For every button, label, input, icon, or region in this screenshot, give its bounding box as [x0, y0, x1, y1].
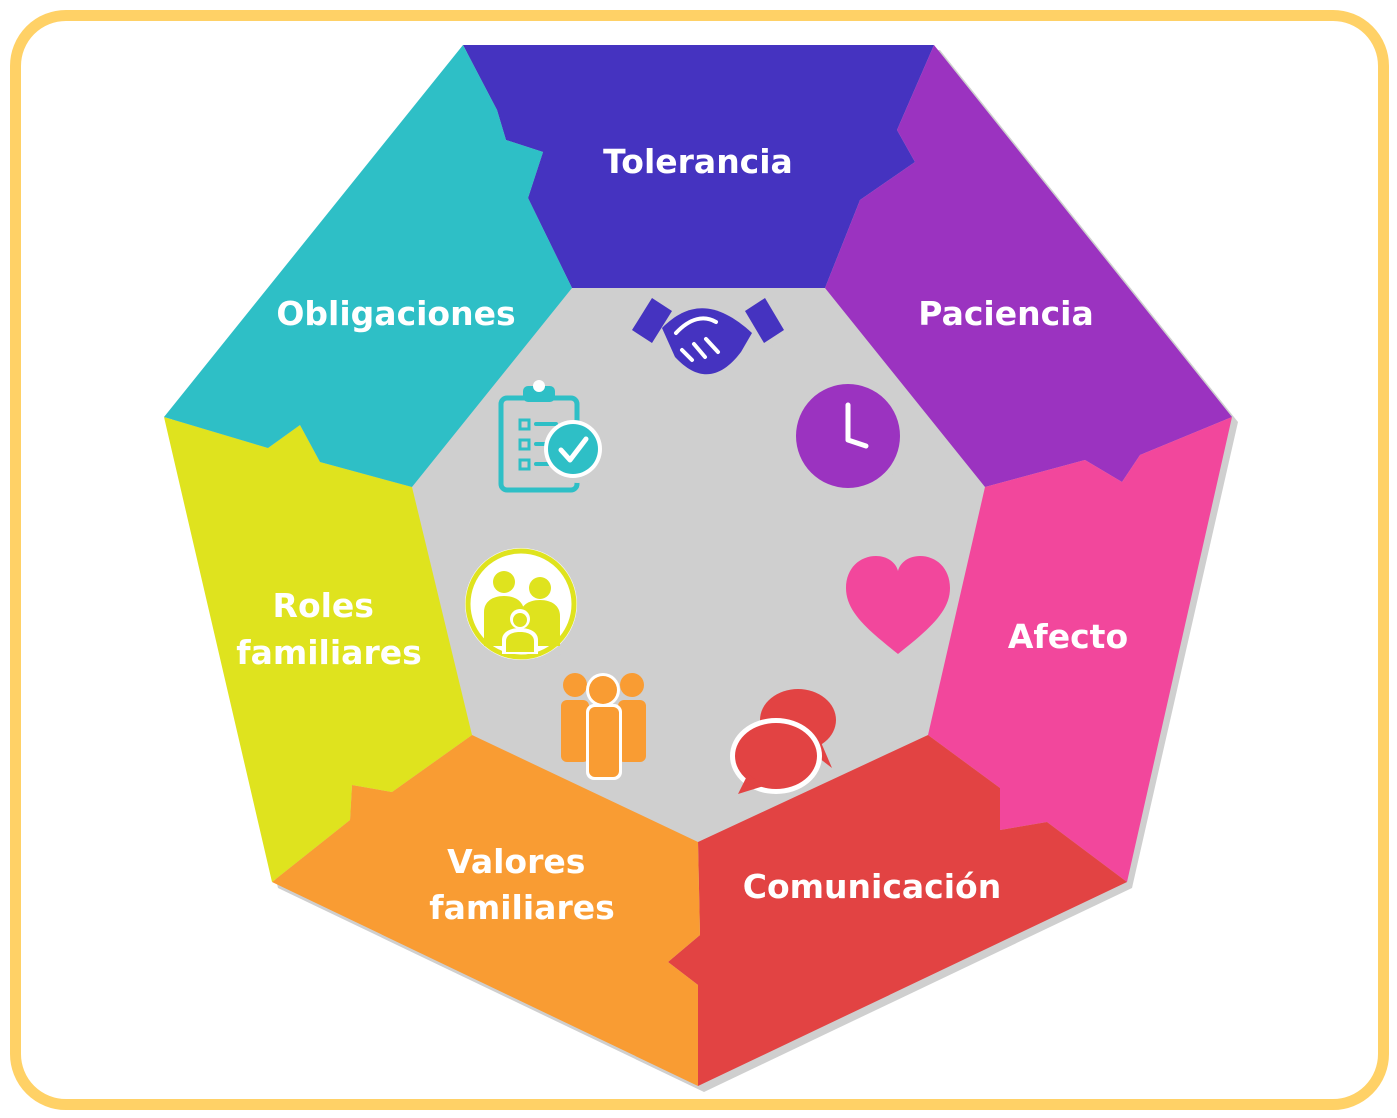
- label-line: Comunicación: [743, 867, 1001, 906]
- heart-icon: [846, 556, 955, 658]
- label-line: Paciencia: [918, 294, 1093, 333]
- handshake-icon: [632, 298, 788, 379]
- segment-roles-familiares: [164, 417, 472, 882]
- label-paciencia: Paciencia: [918, 294, 1093, 333]
- label-line: Valores: [447, 842, 585, 881]
- label-line: Tolerancia: [603, 142, 793, 181]
- label-obligaciones: Obligaciones: [276, 294, 515, 333]
- label-line: familiares: [429, 888, 615, 927]
- segment-obligaciones: [164, 45, 572, 487]
- family-icon: [465, 548, 582, 666]
- clock-icon: [796, 384, 905, 493]
- segment-valores-familiares: [272, 735, 700, 1086]
- label-line: Roles: [273, 586, 374, 625]
- segment-comunicacion: [668, 735, 1127, 1086]
- segment-tolerancia: [463, 45, 934, 288]
- chat-bubbles-icon: [730, 689, 840, 795]
- group-people-icon: [561, 673, 648, 781]
- label-afecto: Afecto: [1008, 617, 1128, 656]
- label-roles-familiares: Roles familiares: [236, 586, 422, 672]
- label-line: familiares: [236, 633, 422, 672]
- clipboard-check-icon: [498, 380, 607, 494]
- segment-afecto: [928, 417, 1232, 882]
- label-line: Obligaciones: [276, 294, 515, 333]
- label-line: Afecto: [1008, 617, 1128, 656]
- label-comunicacion: Comunicación: [743, 867, 1001, 906]
- segment-paciencia: [825, 45, 1232, 487]
- label-tolerancia: Tolerancia: [603, 142, 793, 181]
- label-valores-familiares: Valores familiares: [429, 842, 615, 927]
